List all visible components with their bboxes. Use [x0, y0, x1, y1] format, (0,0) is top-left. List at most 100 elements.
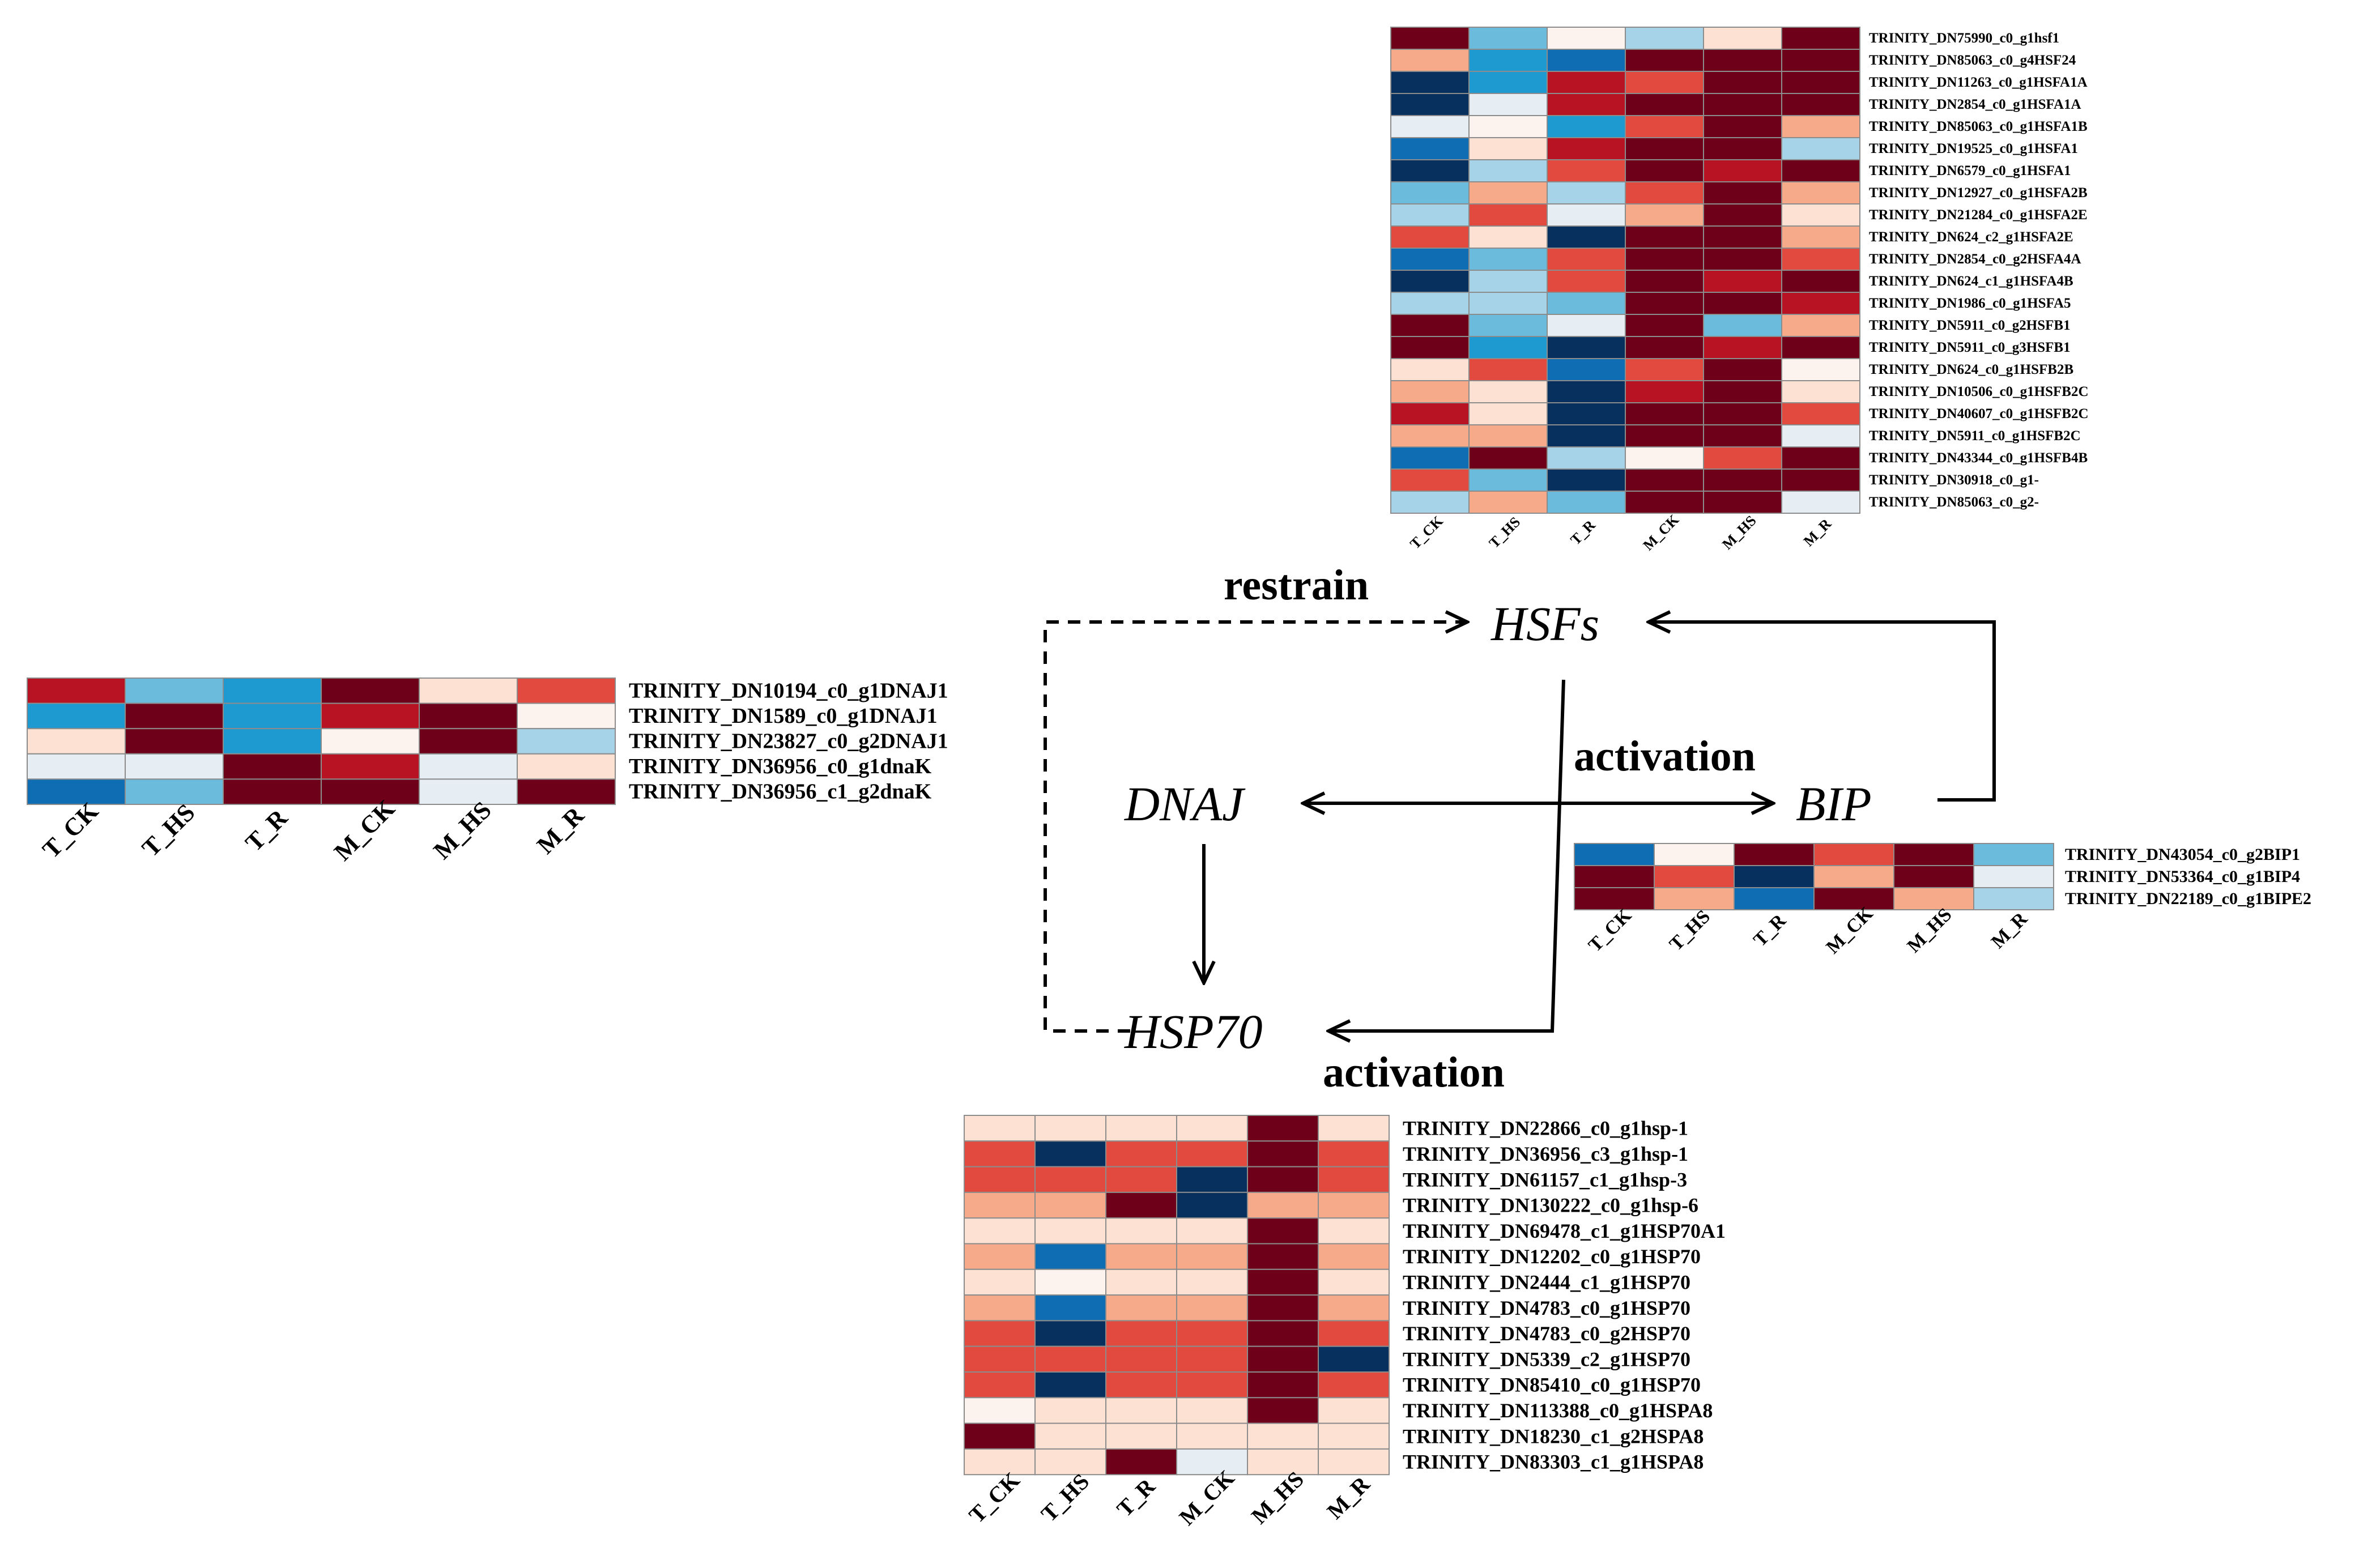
heatmap-cell	[964, 1320, 1036, 1347]
heatmap-cell	[1781, 93, 1860, 116]
heatmap-cell	[1654, 887, 1735, 910]
heatmap-cell	[1547, 115, 1626, 138]
heatmap-cell	[1176, 1140, 1248, 1168]
dnaj-heatmap: TRINITY_DN10194_c0_g1DNAJ1TRINITY_DN1589…	[27, 678, 948, 866]
heatmap-cell	[1703, 292, 1782, 315]
heatmap-cell	[1105, 1140, 1177, 1168]
hsp70-heatmap: TRINITY_DN22866_c0_g1hsp-1TRINITY_DN3695…	[964, 1115, 1726, 1530]
heatmap-cell	[1176, 1166, 1248, 1193]
heatmap-cell	[1176, 1320, 1248, 1347]
heatmap-cell	[1625, 314, 1704, 337]
heatmap-column-label: T_R	[1749, 910, 1790, 951]
heatmap-cell	[1703, 225, 1782, 249]
heatmap-cell	[1781, 71, 1860, 94]
heatmap-column-label: M_HS	[428, 796, 497, 864]
heatmap-cell	[1390, 446, 1470, 470]
heatmap-cell	[1893, 887, 1974, 910]
heatmap-column-label: T_HS	[137, 799, 200, 862]
activation-label-top: activation	[1574, 732, 1756, 780]
heatmap-cell	[1247, 1371, 1319, 1399]
heatmap-cell	[517, 728, 616, 755]
heatmap-cell	[1318, 1191, 1390, 1219]
hsf-heatmap: TRINITY_DN75990_c0_g1hsf1TRINITY_DN85063…	[1390, 27, 2089, 553]
heatmap-cell	[125, 778, 224, 806]
heatmap-row-label: TRINITY_DN624_c1_g1HSFA4B	[1869, 274, 2073, 289]
heatmap-cell	[1468, 49, 1548, 72]
heatmap-cell	[321, 753, 420, 780]
heatmap-cell	[1625, 292, 1704, 315]
heatmap-cell	[1468, 380, 1548, 403]
heatmap-row-label: TRINITY_DN130222_c0_g1hsp-6	[1403, 1194, 1698, 1217]
heatmap-column-label: M_CK	[1822, 903, 1877, 958]
heatmap-cell	[1625, 159, 1704, 182]
heatmap-cell	[1390, 358, 1470, 381]
heatmap-cell	[1390, 115, 1470, 138]
heatmap-cell	[1105, 1345, 1177, 1373]
heatmap-cell	[964, 1217, 1036, 1245]
heatmap-row-label: TRINITY_DN75990_c0_g1hsf1	[1869, 31, 2059, 46]
bip-to-hsfs-edge	[1649, 622, 1996, 802]
heatmap-cell	[1390, 203, 1470, 227]
heatmap-cell	[1893, 865, 1974, 888]
heatmap-cell	[1781, 27, 1860, 50]
heatmap-cell	[1625, 93, 1704, 116]
heatmap-cell	[125, 728, 224, 755]
heatmap-cell	[1390, 380, 1470, 403]
heatmap-cell	[1703, 137, 1782, 160]
heatmap-cell	[125, 678, 224, 704]
heatmap-cell	[1390, 424, 1470, 448]
heatmap-cell	[1468, 248, 1548, 271]
heatmap-cell	[1034, 1268, 1106, 1296]
heatmap-cell	[1625, 468, 1704, 492]
heatmap-column-label: T_CK	[1585, 905, 1636, 956]
heatmap-cell	[1247, 1448, 1319, 1476]
heatmap-cell	[1176, 1243, 1248, 1270]
heatmap-row-label: TRINITY_DN69478_c1_g1HSP70A1	[1403, 1220, 1726, 1242]
heatmap-row-label: TRINITY_DN22866_c0_g1hsp-1	[1403, 1117, 1688, 1140]
heatmap-cell	[1105, 1268, 1177, 1296]
heatmap-cell	[1703, 203, 1782, 227]
heatmap-cell	[1176, 1448, 1248, 1476]
heatmap-cell	[1781, 358, 1860, 381]
heatmap-cell	[1468, 402, 1548, 425]
heatmap-cell	[1247, 1191, 1319, 1219]
heatmap-cell	[1703, 115, 1782, 138]
heatmap-cell	[1034, 1345, 1106, 1373]
heatmap-cell	[1468, 93, 1548, 116]
heatmap-cell	[1781, 248, 1860, 271]
heatmap-cell	[1547, 93, 1626, 116]
heatmap-cell	[1247, 1166, 1319, 1193]
heatmap-cell	[419, 753, 518, 780]
heatmap-cell	[1547, 137, 1626, 160]
heatmap-row-label: TRINITY_DN83303_c1_g1HSPA8	[1403, 1451, 1704, 1473]
heatmap-cell	[1318, 1268, 1390, 1296]
heatmap-cell	[964, 1268, 1036, 1296]
heatmap-cell	[27, 728, 126, 755]
heatmap-cell	[1703, 314, 1782, 337]
heatmap-cell	[1247, 1294, 1319, 1322]
heatmap-cell	[1468, 424, 1548, 448]
heatmap-cell	[1625, 270, 1704, 293]
heatmap-cell	[1625, 225, 1704, 249]
heatmap-cell	[1703, 380, 1782, 403]
heatmap-cell	[1034, 1371, 1106, 1399]
heatmap-cell	[1105, 1294, 1177, 1322]
heatmap-cell	[1625, 181, 1704, 204]
node-hsp70: HSP70	[1124, 1004, 1263, 1059]
heatmap-cell	[27, 678, 126, 704]
heatmap-cell	[964, 1448, 1036, 1476]
heatmap-row-label: TRINITY_DN85063_c0_g4HSF24	[1869, 53, 2076, 68]
heatmap-cell	[1703, 270, 1782, 293]
heatmap-column-label: M_CK	[1640, 511, 1683, 553]
heatmap-cell	[1105, 1217, 1177, 1245]
heatmap-cell	[1547, 225, 1626, 249]
heatmap-cell	[1703, 491, 1782, 514]
heatmap-cell	[1893, 843, 1974, 866]
heatmap-cell	[1176, 1115, 1248, 1142]
heatmap-cell	[1318, 1397, 1390, 1424]
heatmap-cell	[1468, 137, 1548, 160]
heatmap-cell	[1390, 93, 1470, 116]
heatmap-cell	[1390, 71, 1470, 94]
heatmap-cell	[1318, 1320, 1390, 1347]
